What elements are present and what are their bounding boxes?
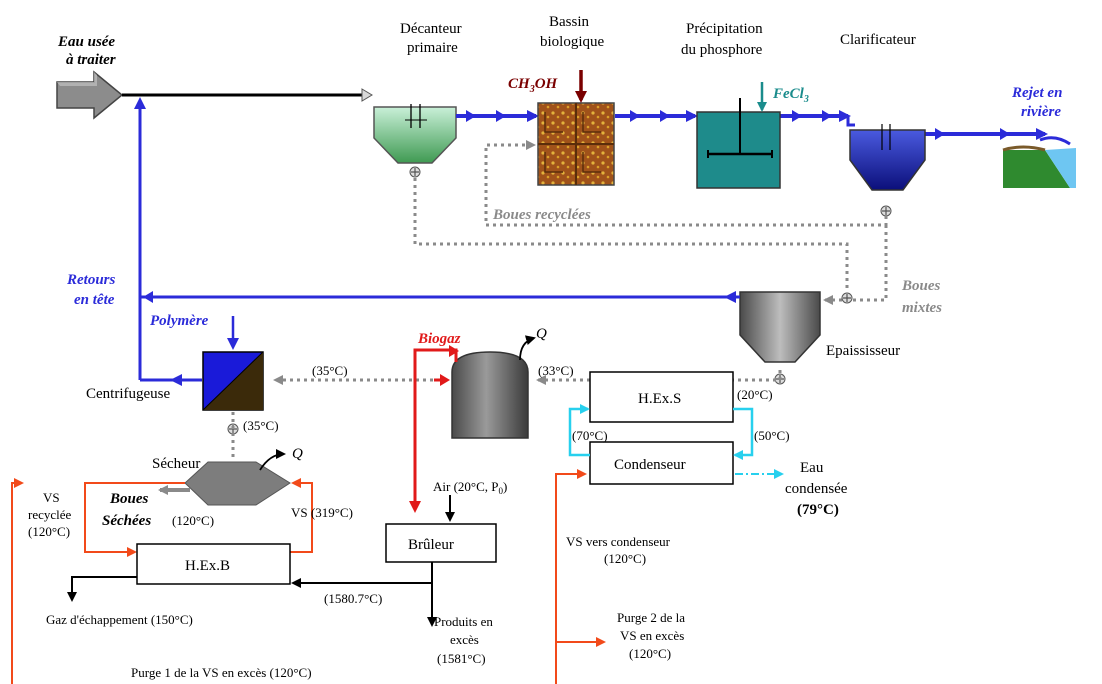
- excess-products-label: excès: [450, 632, 479, 647]
- valve-marker: [841, 292, 853, 304]
- condensed-water-label: Eau: [800, 460, 824, 476]
- precipitation-label: Précipitation: [686, 21, 763, 37]
- exhaust-gas-label: Gaz d'échappement (150°C): [46, 612, 193, 627]
- thickener: [739, 291, 821, 363]
- excess-products-label: (1581°C): [437, 651, 486, 666]
- dryer-heat-arrow: [259, 449, 286, 471]
- return-label: en tête: [74, 292, 115, 308]
- primary-settler-label: Décanteur: [400, 21, 462, 37]
- valve-marker: [361, 88, 373, 102]
- temp-label: (50°C): [754, 428, 790, 443]
- flow-arrowheads: [170, 374, 182, 386]
- river-label: rivière: [1021, 104, 1061, 120]
- air-label: Air (20°C, P0): [433, 479, 507, 496]
- centrifuge-label: Centrifugeuse: [86, 386, 170, 402]
- valve-marker: [880, 205, 892, 217]
- recycled-sludge-line: [413, 140, 888, 305]
- condenser: [589, 441, 734, 485]
- burner-label: Brûleur: [408, 537, 454, 553]
- digester-heat-arrow: [519, 335, 536, 361]
- biological-basin-label: Bassin: [549, 14, 590, 30]
- dryer-label: Sécheur: [152, 456, 200, 472]
- biological-basin-label: biologique: [540, 34, 605, 50]
- recycled-vapor-label: recyclée: [28, 507, 72, 522]
- flow-arrowheads: [440, 374, 450, 386]
- heat-exchanger-b-label: H.Ex.B: [185, 558, 230, 574]
- mixed-sludge-label: mixtes: [902, 300, 942, 316]
- heat-exchanger-b: [136, 543, 291, 585]
- biological-basin: [537, 102, 615, 186]
- mixed-sludge-label: Boues: [901, 278, 941, 294]
- burner: [385, 523, 497, 563]
- temp-label: (33°C): [538, 363, 574, 378]
- purge2-label: (120°C): [629, 646, 671, 661]
- river-label: Rejet en: [1011, 85, 1062, 101]
- digester: [451, 351, 529, 439]
- influent-arrow: [56, 70, 124, 120]
- vapor-to-condenser-label: VS vers condenseur: [566, 534, 671, 549]
- temp-label: (70°C): [572, 428, 608, 443]
- recycled-vapor-label: VS: [43, 490, 60, 505]
- ch3oh-label: CH3OH: [508, 76, 559, 95]
- return-label: Retours: [66, 272, 116, 288]
- temp-label: (35°C): [312, 363, 348, 378]
- purge2-label: VS en excès: [620, 628, 684, 643]
- vapor-temp-label: VS (319°C): [291, 505, 353, 520]
- digester-q-label: Q: [536, 326, 547, 342]
- dried-sludge-label: Boues: [109, 491, 149, 507]
- dryer-q-label: Q: [292, 446, 303, 462]
- flow-arrowheads: [466, 110, 1010, 140]
- temp-label: (20°C): [737, 387, 773, 402]
- condensed-water-label: (79°C): [797, 502, 839, 518]
- vapor-line: [11, 469, 606, 684]
- temp-label: (1580.7°C): [324, 591, 382, 606]
- precipitation-tank: [696, 98, 781, 189]
- primary-settler-label: primaire: [407, 40, 458, 56]
- fecl3-label: FeCl3: [772, 86, 809, 105]
- influent-label: à traiter: [66, 52, 116, 68]
- influent-label: Eau usée: [57, 34, 115, 50]
- polymer-label: Polymère: [150, 313, 209, 329]
- river-icon: [1002, 136, 1076, 188]
- biogas-label: Biogaz: [417, 331, 461, 347]
- recycled-sludge-label: Boues recyclées: [492, 207, 591, 223]
- dried-sludge-label: Séchées: [102, 513, 151, 529]
- flow-arrowheads: [143, 291, 153, 303]
- excess-products-label: Produits en: [434, 614, 493, 629]
- clarifier: [846, 116, 926, 191]
- clarifier-label: Clarificateur: [840, 32, 916, 48]
- valve-marker: [409, 166, 421, 178]
- flow-arrowheads: [724, 291, 736, 303]
- sludge-line: [231, 370, 782, 460]
- heat-exchanger-s-label: H.Ex.S: [638, 391, 681, 407]
- condenser-label: Condenseur: [614, 457, 686, 473]
- primary-settler: [373, 104, 457, 164]
- temp-label: (120°C): [172, 513, 214, 528]
- vapor-to-condenser-label: (120°C): [604, 551, 646, 566]
- dryer: [184, 461, 291, 506]
- recycled-vapor-label: (120°C): [28, 524, 70, 539]
- combustion-lines: [67, 495, 455, 627]
- condensed-water-label: condensée: [785, 481, 848, 497]
- thickener-label: Epaississeur: [826, 343, 900, 359]
- temp-label: (35°C): [243, 418, 279, 433]
- centrifuge: [202, 351, 264, 411]
- precipitation-label: du phosphore: [681, 42, 763, 58]
- purge1-label: Purge 1 de la VS en excès (120°C): [131, 665, 312, 680]
- heat-exchanger-s: [589, 371, 734, 423]
- cooling-loop: [568, 404, 754, 460]
- purge2-label: Purge 2 de la: [617, 610, 685, 625]
- flow-arrowheads: [449, 345, 459, 357]
